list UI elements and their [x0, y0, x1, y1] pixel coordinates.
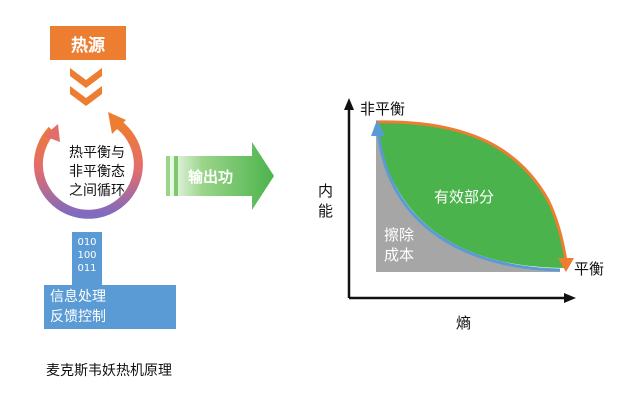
heat-source-label: 热源 [71, 35, 105, 56]
x-axis-label: 熵 [456, 314, 472, 332]
x-axis-arrow-icon [564, 293, 576, 303]
orange-arrowhead-icon [558, 258, 574, 272]
cycle-description: 热平衡与 非平衡态 之间循环 [46, 144, 148, 201]
output-arrow [164, 142, 274, 210]
bits-line-1: 010 [77, 237, 97, 248]
thermo-graph [344, 98, 576, 303]
y-axis-top-label: 非平衡 [360, 100, 406, 118]
info-processing-box: 信息处理 反馈控制 [44, 285, 176, 329]
output-work-label: 输出功 [188, 168, 234, 186]
cycle-arrowhead-icon [44, 124, 60, 142]
y-axis-label-1: 内 [318, 182, 334, 200]
y-axis-arrow-icon [344, 98, 354, 110]
cycle-line-2: 非平衡态 [69, 164, 125, 180]
chevron-down-icon [70, 68, 102, 106]
blue-arrowhead-icon [371, 120, 385, 136]
y-axis-label-2: 能 [318, 202, 334, 220]
heat-source-box: 热源 [50, 26, 126, 60]
binary-bits: 010 100 011 [72, 232, 102, 286]
cost-label-2: 成本 [384, 246, 415, 264]
cycle-line-3: 之间循环 [69, 183, 125, 199]
cycle-arrowhead-icon [108, 112, 126, 134]
useful-region [376, 121, 566, 268]
caption: 麦克斯韦妖热机原理 [46, 363, 172, 379]
cost-label-1: 擦除 [384, 226, 415, 244]
bits-line-2: 100 [77, 250, 97, 261]
cost-region [376, 128, 560, 272]
cycle-ring [33, 112, 143, 219]
bits-line-3: 011 [77, 263, 97, 274]
info-line-1: 信息处理 [50, 289, 106, 305]
x-axis-end-label: 平衡 [574, 260, 605, 278]
info-line-2: 反馈控制 [50, 309, 106, 325]
cycle-line-1: 热平衡与 [69, 145, 125, 161]
useful-part-label: 有效部分 [434, 188, 495, 206]
